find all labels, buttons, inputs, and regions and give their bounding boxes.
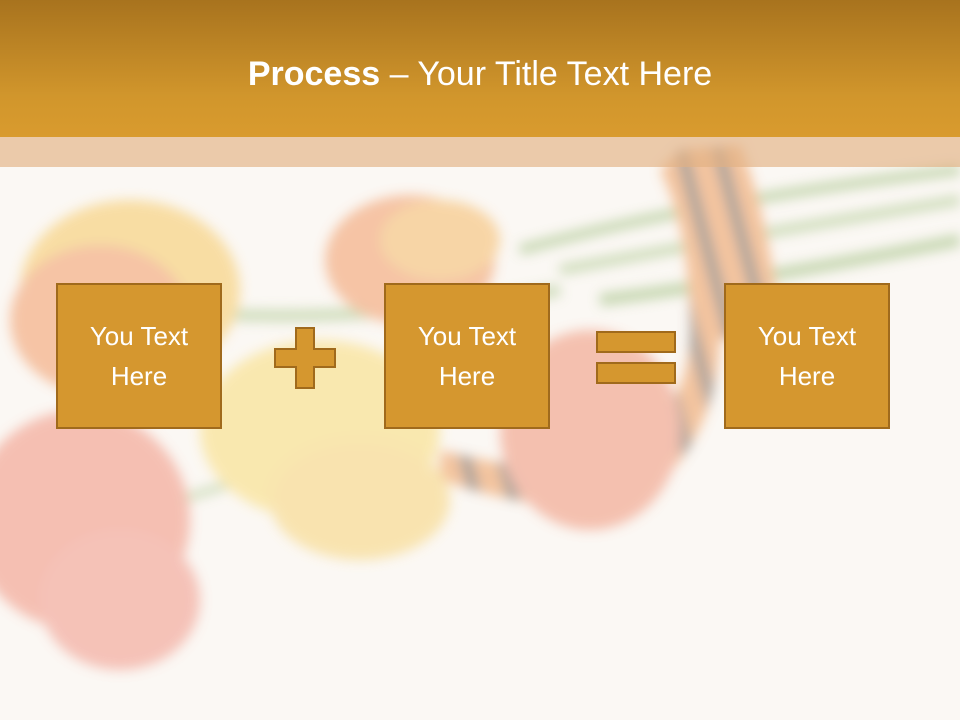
title-accent-band (0, 137, 960, 167)
title-bar (0, 0, 960, 137)
process-box-2: You Text Here (384, 283, 550, 429)
process-box-1: You Text Here (56, 283, 222, 429)
process-box-3: You Text Here (724, 283, 890, 429)
title-rest: Your Title Text Here (417, 55, 713, 93)
title-bold-part: Process (247, 55, 381, 93)
slide-title: Process – Your Title Text Here (0, 52, 960, 96)
title-dash: – (380, 55, 418, 93)
equals-icon (596, 331, 676, 384)
plus-icon (274, 327, 336, 389)
